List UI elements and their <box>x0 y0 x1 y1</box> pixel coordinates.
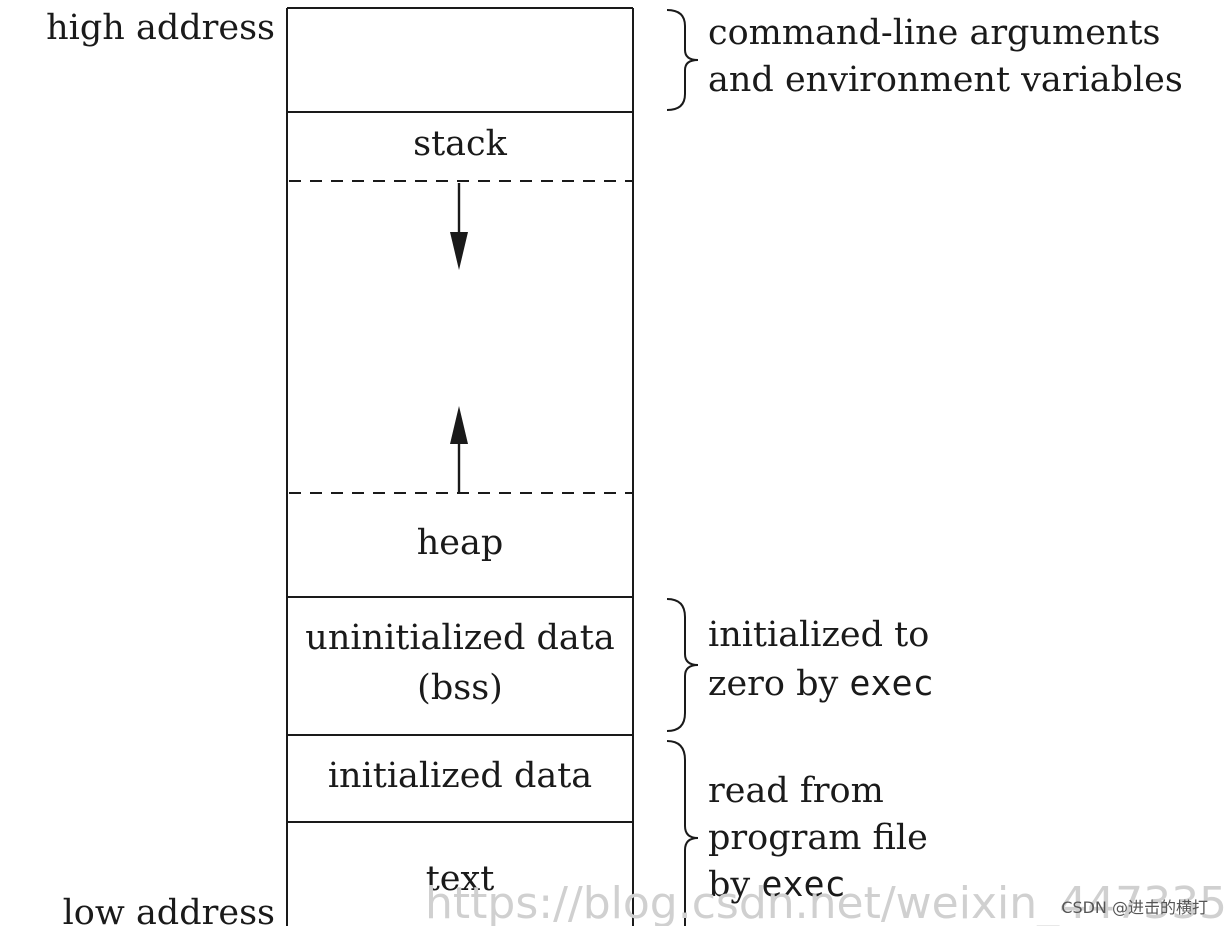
annotation-program-text: by <box>708 865 761 905</box>
annotation-program-line2: program file <box>708 818 928 858</box>
annotation-program-exec-code: exec <box>761 865 845 905</box>
segment-heap-label: heap <box>417 523 504 563</box>
annotation-bss-text: zero by <box>708 664 849 704</box>
segment-bss-label-line1: uninitialized data <box>305 618 614 658</box>
annotation-args-line2: and environment variables <box>708 60 1183 100</box>
annotation-program-line3: by exec <box>708 865 846 905</box>
annotation-bss-line1: initialized to <box>708 615 929 655</box>
high-address-label: high address <box>46 8 275 48</box>
annotation-bss-exec-code: exec <box>849 664 933 704</box>
stack-growth-arrow <box>450 183 468 270</box>
annotation-bss-line2: zero by exec <box>708 664 934 704</box>
bss-brace <box>666 598 699 732</box>
annotation-args-line1: command-line arguments <box>708 13 1160 53</box>
low-address-label: low address <box>63 893 275 926</box>
heap-growth-arrow <box>450 406 468 493</box>
memory-column <box>286 7 634 926</box>
segment-stack-label: stack <box>413 124 507 164</box>
watermark-url: https://blog.csdn.net/weixin_44733543 <box>425 878 1224 926</box>
segment-bss-label-line2: (bss) <box>417 668 503 708</box>
csdn-credit: CSDN @进击的横打 <box>1061 898 1208 917</box>
args-brace <box>666 9 699 111</box>
program-file-brace <box>666 740 699 926</box>
segment-initialized-data-label: initialized data <box>328 756 592 796</box>
segment-text-label: text <box>426 859 495 899</box>
annotation-program-line1: read from <box>708 771 884 811</box>
